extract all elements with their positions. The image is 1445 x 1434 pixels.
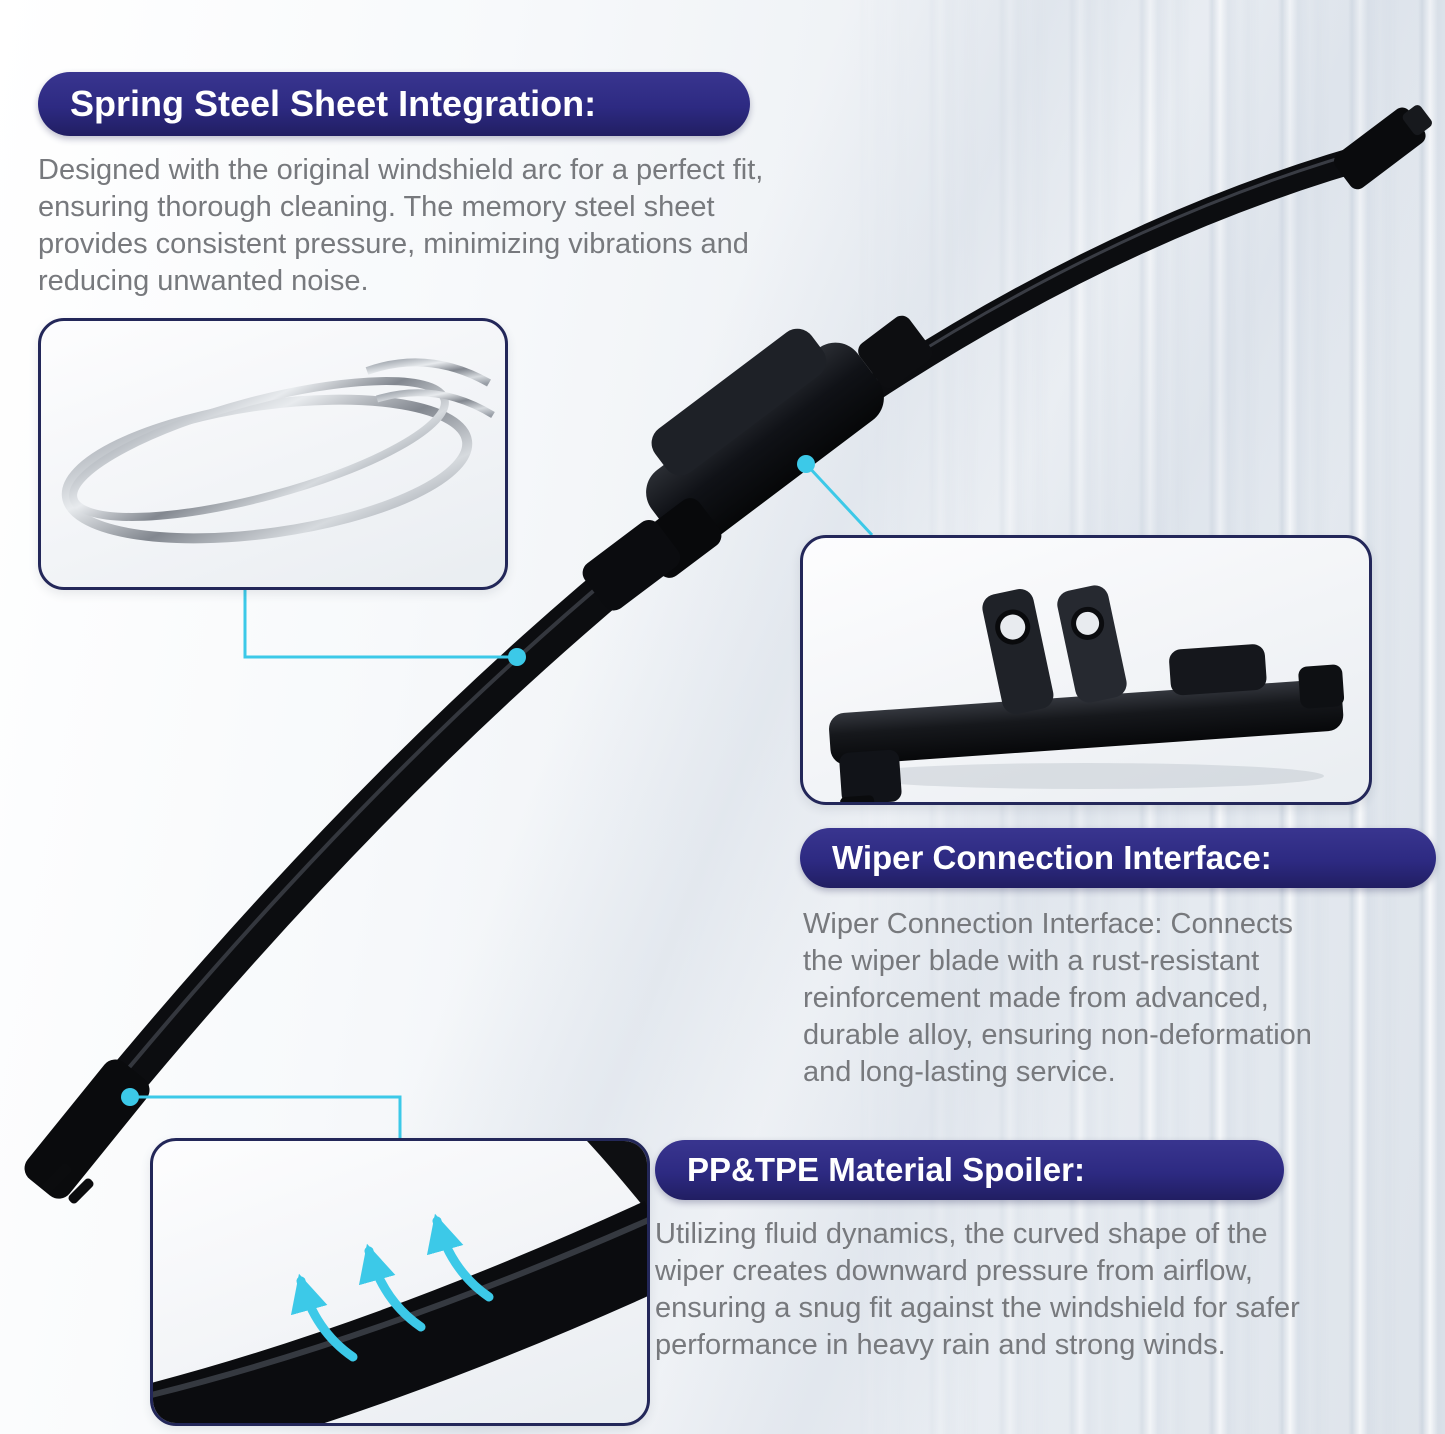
connection-photo xyxy=(829,585,1345,802)
connection-title: Wiper Connection Interface: xyxy=(832,839,1272,876)
connection-title-banner: Wiper Connection Interface: xyxy=(800,828,1436,888)
spoiler-photo xyxy=(153,1141,647,1423)
spoiler-band xyxy=(153,1200,647,1423)
connector-tabs xyxy=(982,585,1127,714)
spoiler-top-piece xyxy=(587,1141,647,1211)
spoiler-title: PP&TPE Material Spoiler: xyxy=(687,1151,1085,1188)
callout-dot-connection xyxy=(797,455,815,473)
spoiler-description: Utilizing fluid dynamics, the curved sha… xyxy=(655,1218,1300,1361)
leader-line-connection xyxy=(804,462,874,537)
callout-dot-spring-steel xyxy=(508,648,526,666)
blade-top-end-cap xyxy=(1334,105,1432,190)
connection-photo-box xyxy=(800,535,1372,805)
steel-sheet-photo xyxy=(61,358,495,544)
blade-adapter xyxy=(638,315,933,578)
blade-connector-clip xyxy=(582,519,681,611)
steel-sheet-photo-box xyxy=(38,318,508,590)
blade-bottom-end-cap xyxy=(24,1059,150,1199)
spring-steel-description: Designed with the original windshield ar… xyxy=(38,154,764,297)
leader-lines xyxy=(134,462,874,1138)
wiper-blade-photo xyxy=(24,105,1432,1204)
airflow-arrows-icon xyxy=(290,1213,494,1362)
spoiler-title-banner: PP&TPE Material Spoiler: xyxy=(655,1140,1284,1200)
blade-tip-claws xyxy=(42,1163,94,1204)
callout-dots xyxy=(121,455,815,1106)
leader-line-spring-steel xyxy=(243,590,514,659)
spoiler-photo-box xyxy=(150,1138,650,1426)
callout-dot-spoiler xyxy=(121,1088,139,1106)
spring-steel-title-banner: Spring Steel Sheet Integration: xyxy=(38,72,750,136)
connection-description: Wiper Connection Interface: Connects the… xyxy=(803,908,1312,1088)
spring-steel-title: Spring Steel Sheet Integration: xyxy=(70,83,597,124)
leader-line-spoiler xyxy=(134,1095,402,1138)
